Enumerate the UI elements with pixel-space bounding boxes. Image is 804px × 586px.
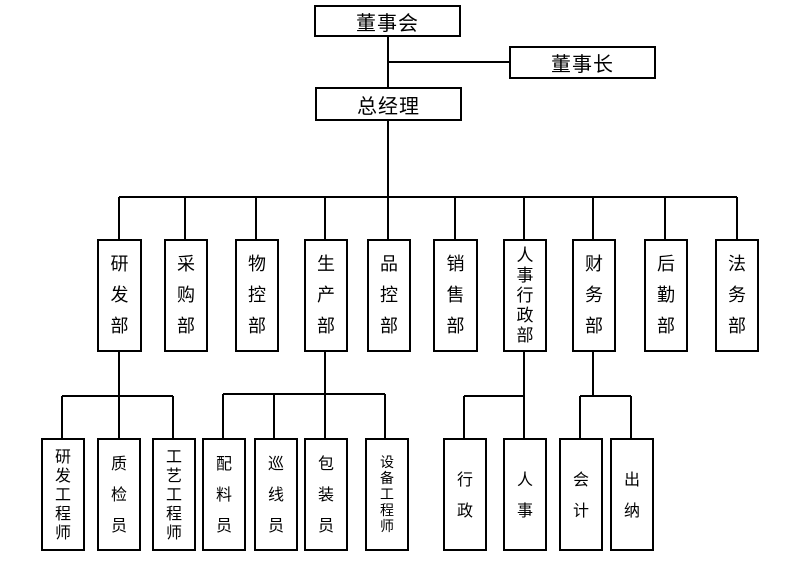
role-line-inspector: 巡线员 bbox=[254, 438, 298, 551]
label-char: 研 bbox=[110, 254, 129, 275]
label-char: 生 bbox=[317, 254, 335, 275]
label-char: 勤 bbox=[657, 285, 675, 306]
label-char: 物 bbox=[248, 254, 266, 275]
label-char: 行 bbox=[516, 285, 534, 306]
label-char: 发 bbox=[110, 285, 129, 306]
label-char: 部 bbox=[317, 316, 335, 337]
label-char: 部 bbox=[248, 316, 266, 337]
label-char: 法 bbox=[728, 254, 746, 275]
label-char: 行 bbox=[456, 469, 473, 489]
dept-production: 生产部 bbox=[304, 239, 348, 352]
label-char: 艺 bbox=[165, 466, 182, 485]
label-char: 员 bbox=[267, 516, 284, 535]
label-char: 研 bbox=[54, 447, 71, 466]
label-char: 人 bbox=[516, 245, 534, 266]
label-char: 政 bbox=[516, 305, 534, 326]
role-qc-inspector: 质检员 bbox=[97, 438, 141, 551]
label-char: 工 bbox=[54, 485, 71, 504]
label-char: 工 bbox=[165, 485, 182, 504]
label-char: 事 bbox=[516, 500, 533, 520]
label-char: 员 bbox=[110, 516, 127, 535]
label-char: 品 bbox=[380, 254, 398, 275]
label-char: 工 bbox=[380, 486, 394, 503]
label-char: 师 bbox=[54, 523, 71, 542]
label-char: 质 bbox=[110, 454, 127, 473]
label-char: 部 bbox=[657, 316, 675, 337]
gm-node: 总经理 bbox=[315, 87, 462, 121]
label-char: 产 bbox=[317, 285, 335, 306]
label-char: 员 bbox=[317, 516, 334, 535]
label-char: 事 bbox=[516, 265, 534, 286]
label-char: 师 bbox=[165, 523, 182, 542]
label-char: 政 bbox=[456, 500, 473, 520]
label-char: 程 bbox=[54, 504, 71, 523]
board-node: 董事会 bbox=[314, 5, 461, 37]
label-char: 购 bbox=[177, 285, 195, 306]
label-char: 财 bbox=[585, 254, 603, 275]
role-personnel: 人事 bbox=[503, 438, 547, 551]
label-char: 务 bbox=[728, 285, 746, 306]
label-char: 控 bbox=[380, 285, 398, 306]
label-char: 部 bbox=[728, 316, 746, 337]
label-char: 计 bbox=[572, 500, 589, 520]
dept-hr-admin: 人事行政部 bbox=[503, 239, 547, 352]
dept-finance: 财务部 bbox=[572, 239, 616, 352]
label-char: 部 bbox=[585, 316, 603, 337]
label-char: 采 bbox=[177, 254, 195, 275]
label-char: 检 bbox=[110, 485, 127, 504]
label-char: 员 bbox=[215, 516, 232, 535]
label-char: 销 bbox=[446, 254, 465, 275]
label-char: 配 bbox=[215, 454, 232, 473]
role-cashier: 出纳 bbox=[610, 438, 654, 551]
label-char: 线 bbox=[267, 485, 284, 504]
role-administration: 行政 bbox=[443, 438, 487, 551]
chairman-node: 董事长 bbox=[509, 46, 656, 79]
label-char: 部 bbox=[446, 316, 465, 337]
label-char: 发 bbox=[54, 466, 71, 485]
label-char: 程 bbox=[165, 504, 182, 523]
dept-sales: 销售部 bbox=[433, 239, 478, 352]
label-char: 工 bbox=[165, 447, 182, 466]
label-char: 控 bbox=[248, 285, 266, 306]
label-char: 程 bbox=[380, 502, 394, 519]
label-char: 售 bbox=[446, 285, 465, 306]
role-process-engineer: 工艺工程师 bbox=[152, 438, 196, 551]
role-equipment-engineer: 设备工程师 bbox=[365, 438, 409, 551]
label-char: 装 bbox=[317, 485, 334, 504]
dept-quality-control: 品控部 bbox=[367, 239, 411, 352]
label-char: 出 bbox=[623, 469, 640, 489]
label-char: 部 bbox=[177, 316, 195, 337]
role-accountant: 会计 bbox=[559, 438, 603, 551]
label-char: 部 bbox=[516, 325, 534, 346]
dept-rd: 研发部 bbox=[97, 239, 142, 352]
label-char: 巡 bbox=[267, 454, 284, 473]
dept-purchasing: 采购部 bbox=[164, 239, 208, 352]
label-char: 部 bbox=[380, 316, 398, 337]
dept-logistics: 后勤部 bbox=[644, 239, 688, 352]
label-char: 后 bbox=[657, 254, 675, 275]
label-char: 纳 bbox=[623, 500, 640, 520]
label-char: 人 bbox=[516, 469, 533, 489]
label-char: 设 bbox=[380, 454, 394, 471]
label-char: 部 bbox=[110, 316, 129, 337]
role-batching-worker: 配料员 bbox=[202, 438, 246, 551]
label-char: 会 bbox=[572, 469, 589, 489]
label-char: 师 bbox=[380, 518, 394, 535]
dept-material-control: 物控部 bbox=[235, 239, 279, 352]
role-rd-engineer: 研发工程师 bbox=[41, 438, 85, 551]
label-char: 包 bbox=[317, 454, 334, 473]
label-char: 务 bbox=[585, 285, 603, 306]
dept-legal: 法务部 bbox=[715, 239, 759, 352]
label-char: 备 bbox=[380, 470, 394, 487]
role-packer: 包装员 bbox=[304, 438, 348, 551]
label-char: 料 bbox=[215, 485, 232, 504]
